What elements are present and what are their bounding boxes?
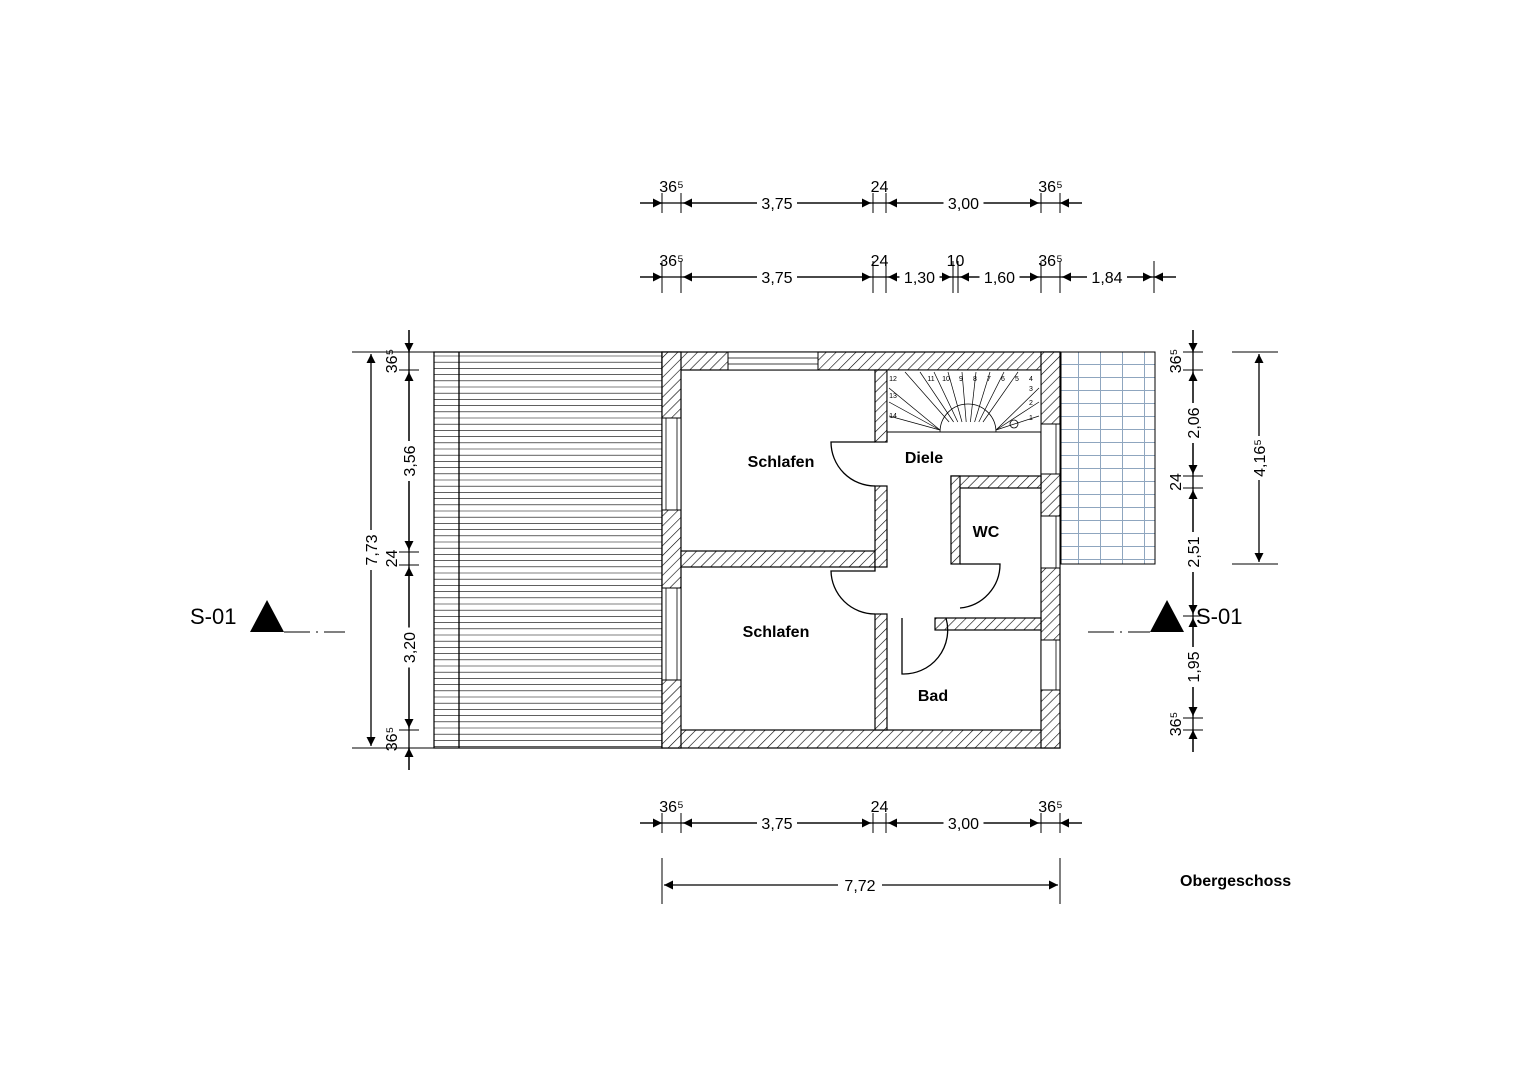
room-label-wc: WC [973,524,1000,541]
dimension-label-terrace: 4,16⁵ [1252,439,1269,477]
dimension-label: 3,56 [402,445,419,476]
dimension-label: 3,00 [948,196,979,213]
stair-step-number: 3 [1029,386,1033,393]
room-label-diele: Diele [905,450,943,467]
dimension-label-total: 7,72 [844,878,875,895]
roof-slats [433,351,663,749]
dimension-label: 24 [871,253,889,270]
section-mark-left: S-01 [190,600,345,633]
dimension-label-height: 7,73 [364,534,381,565]
stair-step-number: 8 [973,376,977,383]
stair-step-number: 9 [959,376,963,383]
dimension-label: 1,30 [904,270,935,287]
walls [661,351,1061,749]
dimension-label: 36⁵ [384,349,401,373]
dimension-label: 36⁵ [1168,349,1185,373]
dimension-label: 1,60 [984,270,1015,287]
section-mark-right: S-01 [1088,600,1242,633]
room-label-schlafen-bottom: Schlafen [743,624,810,641]
svg-text:S-01: S-01 [190,604,236,629]
stair-step-number: 12 [889,376,897,383]
dimension-label: 24 [1168,473,1185,491]
room-label-bad: Bad [918,688,948,705]
stair-step-number: 14 [889,413,897,420]
stair-step-number: 2 [1029,400,1033,407]
dimension-label: 24 [871,799,889,816]
dimension-label: 36⁵ [1038,799,1062,816]
dimension-label: 24 [871,179,889,196]
dimension-label: 1,95 [1186,651,1203,682]
dimension-label: 3,00 [948,816,979,833]
stair-step-number: 4 [1029,376,1033,383]
dimension-lines: 36⁵3,75243,0036⁵36⁵3,75241,30101,6036⁵1,… [352,179,1278,904]
dimension-label: 36⁵ [1038,253,1062,270]
dimension-label: 36⁵ [1038,179,1062,196]
stair-step-number: 5 [1015,376,1019,383]
dimension-label: 3,75 [761,816,792,833]
dimension-label: 3,75 [761,270,792,287]
stair-step-number: 10 [942,376,950,383]
dimension-label: 1,84 [1091,270,1122,287]
dimension-label: 10 [947,253,965,270]
room-label-schlafen-top: Schlafen [748,454,815,471]
dimension-label: 24 [384,550,401,568]
svg-text:S-01: S-01 [1196,604,1242,629]
dimension-label: 3,20 [402,632,419,663]
stair-step-number: 1 [1029,415,1033,422]
dimension-label: 36⁵ [659,179,683,196]
stair-step-number: 11 [927,376,934,383]
dimension-label: 3,75 [761,196,792,213]
tiled-terrace [1060,351,1156,565]
dimension-label: 36⁵ [659,799,683,816]
dimension-label: 2,06 [1186,407,1203,438]
stair-step-number: 13 [889,393,897,400]
stair-step-number: 7 [987,376,991,383]
dimension-label: 36⁵ [384,727,401,751]
dimension-label: 36⁵ [659,253,683,270]
floor-label: Obergeschoss [1180,873,1291,890]
stair-step-number: 6 [1001,376,1005,383]
doors [830,441,1001,675]
dimension-label: 2,51 [1186,536,1203,567]
dimension-label: 36⁵ [1168,712,1185,736]
